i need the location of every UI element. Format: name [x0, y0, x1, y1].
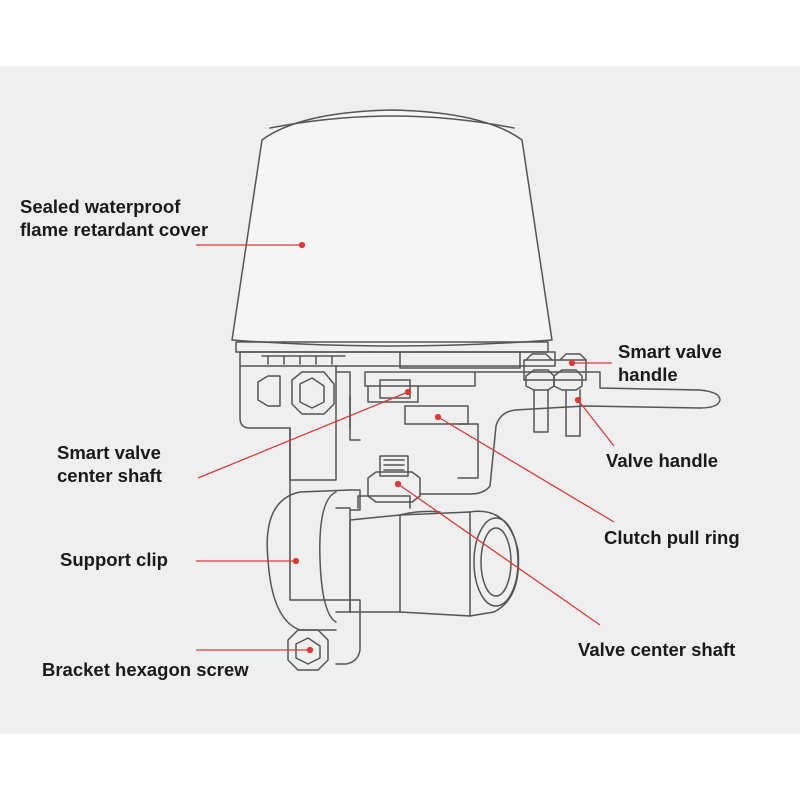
- support-clip: [266, 489, 361, 671]
- leader-support-clip: [196, 557, 300, 565]
- label-cover: Sealed waterproof flame retardant cover: [20, 196, 209, 240]
- label-smart-valve-center-shaft: Smart valve center shaft: [57, 442, 162, 486]
- actuator-cover: [231, 109, 553, 353]
- support-bracket: [239, 365, 351, 601]
- leader-clutch: [434, 413, 615, 523]
- leader-bracket-screw: [196, 646, 314, 654]
- actuator-base: [239, 351, 556, 369]
- valve-center-shaft: [349, 455, 421, 511]
- leader-cover: [196, 241, 306, 249]
- valve-body: [335, 495, 520, 617]
- valve-handle: [419, 353, 721, 495]
- label-bracket-hexagon-screw: Bracket hexagon screw: [42, 659, 249, 680]
- leader-smart-shaft: [197, 388, 412, 479]
- label-valve-center-shaft: Valve center shaft: [578, 639, 736, 660]
- smart-valve-center-shaft: [349, 371, 476, 441]
- label-support-clip: Support clip: [60, 549, 168, 570]
- leader-center-shaft: [394, 480, 601, 626]
- leader-smart-handle: [568, 359, 612, 367]
- label-clutch-pull-ring: Clutch pull ring: [604, 527, 740, 548]
- label-valve-handle: Valve handle: [606, 450, 719, 471]
- leader-valve-handle: [574, 396, 615, 447]
- label-smart-valve-handle: Smart valve handle: [618, 341, 722, 385]
